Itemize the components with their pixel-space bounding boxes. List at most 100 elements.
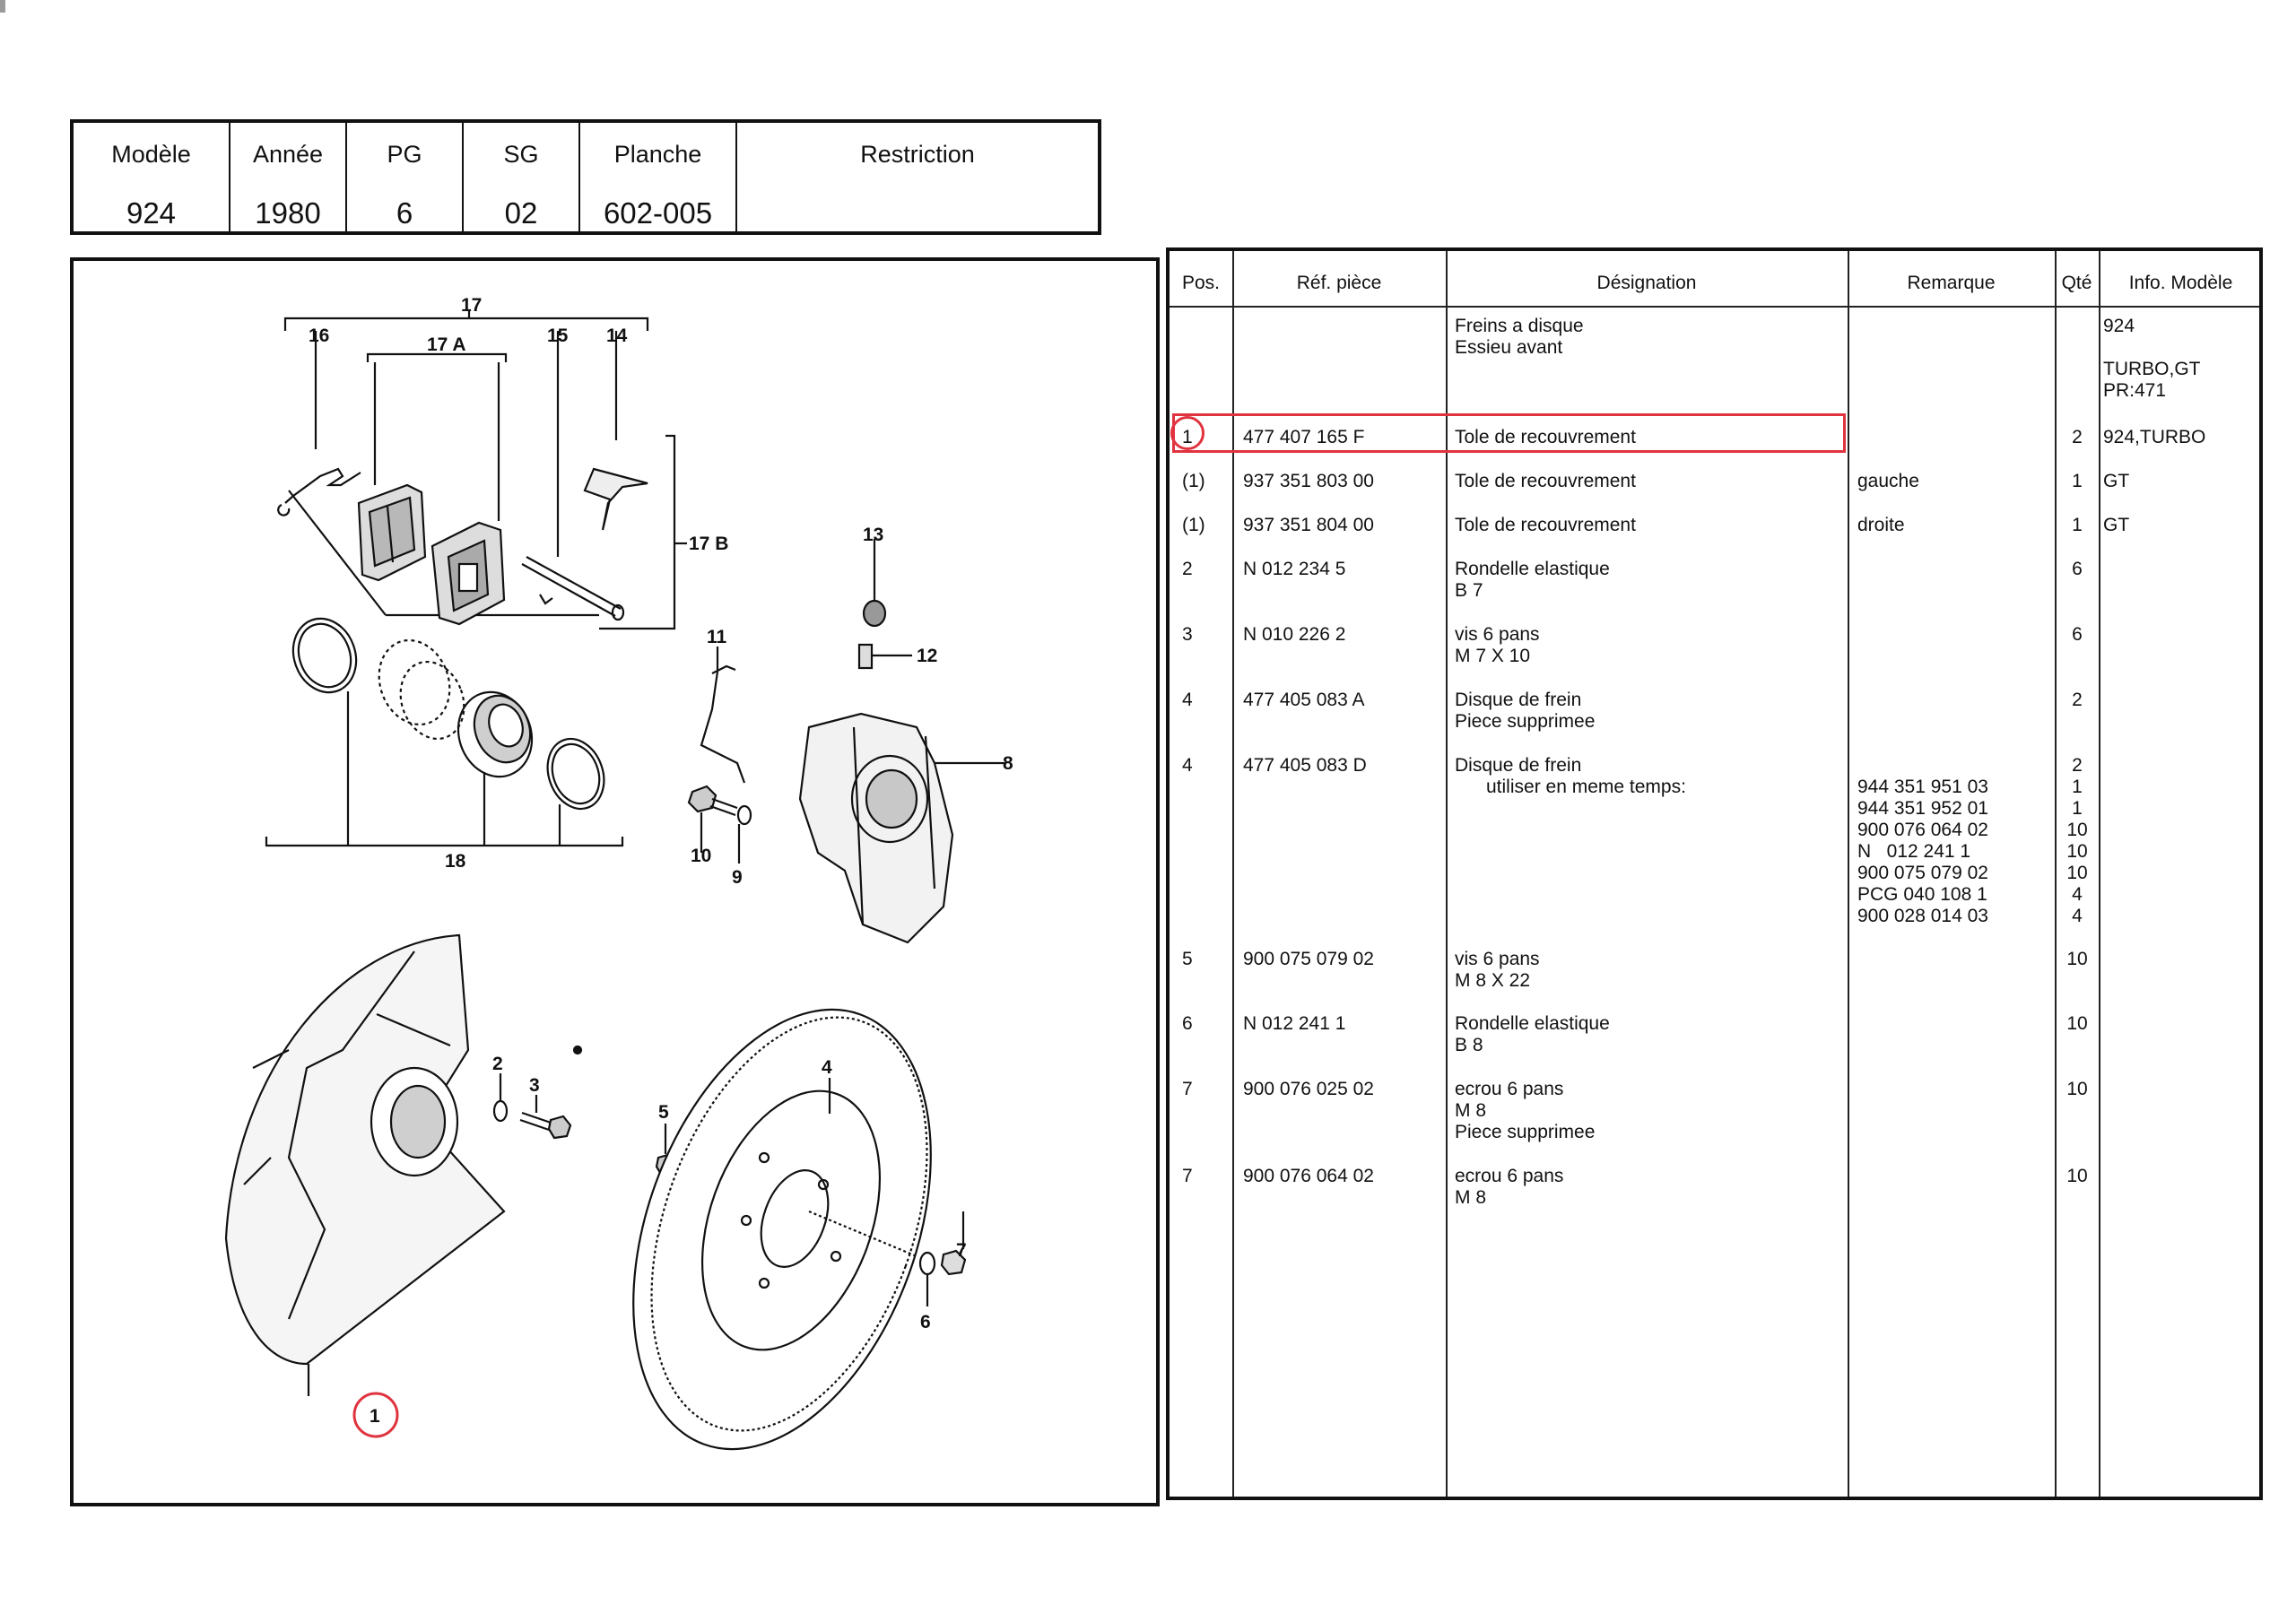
header-label-pg: PG [387, 141, 422, 168]
designation-line: M 8 [1455, 1100, 1487, 1121]
cell-pos: 6 [1182, 1013, 1193, 1034]
cell-qty: 6 [2057, 624, 2097, 646]
cell-info: GT [2103, 471, 2130, 491]
cell-qty: 10 [2057, 1079, 2097, 1100]
wire-clip-11-tip [711, 664, 736, 674]
qty-line: 2 [2072, 427, 2083, 447]
cell-pos: 7 [1182, 1079, 1193, 1099]
callout-1: 1 [370, 1406, 380, 1427]
brake-pad-right [430, 521, 506, 626]
qty-line: 10 [2066, 1013, 2088, 1034]
intro-designation-line: Essieu avant [1455, 337, 1563, 358]
cell-ref: 937 351 804 00 [1243, 515, 1374, 535]
qty-line: 1 [2072, 515, 2083, 535]
callout-15: 15 [547, 325, 569, 346]
bracket-17a [366, 352, 508, 521]
remarque-line: 944 351 951 03 [1857, 777, 1988, 797]
header-col-restriction: Restriction [737, 123, 1098, 231]
cell-qty: 6 [2057, 559, 2097, 580]
cell-designation: Tole de recouvrement [1455, 515, 1636, 536]
bleeder-valve-12 [857, 643, 912, 670]
remarque-line: 900 028 014 03 [1857, 906, 1988, 926]
designation-line: vis 6 pans [1455, 624, 1540, 645]
designation-line: Piece supprimee [1455, 711, 1596, 732]
header-value-planche: 602-005 [603, 196, 713, 230]
brake-exploded-view: 17 17 A 16 15 14 17 B 13 12 11 8 10 9 18… [224, 295, 1013, 1451]
cell-ref: N 012 241 1 [1243, 1013, 1346, 1034]
cell-info: GT [2103, 515, 2130, 535]
remarque-line: 944 351 952 01 [1857, 798, 1988, 819]
bleeder-cap-13 [862, 539, 887, 628]
callout-17: 17 [461, 295, 482, 316]
cell-ref: N 012 234 5 [1243, 559, 1346, 579]
cell-ref: 900 075 079 02 [1243, 949, 1374, 969]
column-header-remarque: Remarque [1907, 273, 1996, 293]
header-divider [1170, 306, 2259, 308]
cell-ref: 477 407 165 F [1243, 427, 1365, 447]
header-col-modele: Modèle 924 [74, 123, 230, 231]
header-table: Modèle 924 Année 1980 PG 6 SG 02 Planche… [70, 119, 1101, 235]
qty-line: 2 [2072, 690, 2083, 710]
callout-13: 13 [863, 525, 883, 545]
qty-line: 2 [2072, 755, 2083, 776]
callout-3: 3 [529, 1075, 540, 1096]
col-divider [1232, 251, 1234, 1497]
qty-line: 6 [2072, 559, 2083, 579]
qty-line: 10 [2066, 841, 2088, 862]
designation-line: M 8 [1455, 1187, 1487, 1208]
spring-clip-eye [277, 503, 291, 516]
qty-line: 4 [2072, 906, 2083, 926]
cell-qty: 1 [2057, 515, 2097, 536]
column-header-qty: Qté [2061, 273, 2092, 293]
cell-designation: Disque de frein utiliser en meme temps: [1455, 755, 1686, 798]
cell-ref: 900 076 064 02 [1243, 1166, 1374, 1186]
cell-pos: 3 [1182, 624, 1193, 645]
cell-qty: 10 [2057, 949, 2097, 970]
seal-ring [291, 617, 358, 694]
remarque-line: PCG 040 108 1 [1857, 884, 1987, 905]
nut-7 [940, 1211, 967, 1276]
washer-6 [918, 1251, 936, 1306]
bracket-18 [265, 837, 624, 847]
header-col-planche: Planche 602-005 [580, 123, 737, 231]
designation-line: ecrou 6 pans [1455, 1079, 1564, 1099]
header-col-sg: SG 02 [464, 123, 580, 231]
column-header-info: Info. Modèle [2128, 273, 2233, 293]
header-value-annee: 1980 [255, 196, 321, 230]
qty-line: 1 [2072, 777, 2083, 797]
designation-line: ecrou 6 pans [1455, 1166, 1564, 1186]
header-label-modele: Modèle [111, 141, 191, 168]
header-value-pg: 6 [396, 196, 413, 230]
cell-pos: 4 [1182, 690, 1193, 710]
exploded-diagram-panel: 17 17 A 16 15 14 17 B 13 12 11 8 10 9 18… [70, 257, 1160, 1506]
callout-7: 7 [956, 1240, 967, 1261]
cell-remarque: gauche [1857, 471, 1919, 492]
designation-line: B 7 [1455, 580, 1483, 601]
col-divider [1446, 251, 1448, 1497]
column-header-pos: Pos. [1181, 273, 1221, 293]
callout-5: 5 [658, 1102, 669, 1123]
header-label-sg: SG [503, 141, 539, 168]
designation-line: Tole de recouvrement [1455, 515, 1636, 535]
column-header-ref: Réf. pièce [1296, 273, 1382, 293]
retaining-ring [546, 737, 605, 811]
qty-line: 10 [2066, 863, 2088, 883]
remarque-line: N 012 241 1 [1857, 841, 1971, 862]
intro-designation: Freins a disque Essieu avant [1455, 316, 1584, 359]
cell-info: 924,TURBO [2103, 427, 2206, 447]
cell-pos: 4 [1182, 755, 1193, 776]
qty-line: 1 [2072, 798, 2083, 819]
cell-pos: 7 [1182, 1166, 1193, 1186]
bracket-17b [599, 434, 676, 630]
highlight-circle-pos-1 [1170, 416, 1205, 450]
qty-line: 10 [2066, 1166, 2088, 1186]
washer-9 [736, 804, 752, 864]
cell-pos: 2 [1182, 559, 1193, 579]
designation-line: Rondelle elastique [1455, 559, 1610, 579]
cross-spring-14 [583, 467, 648, 531]
